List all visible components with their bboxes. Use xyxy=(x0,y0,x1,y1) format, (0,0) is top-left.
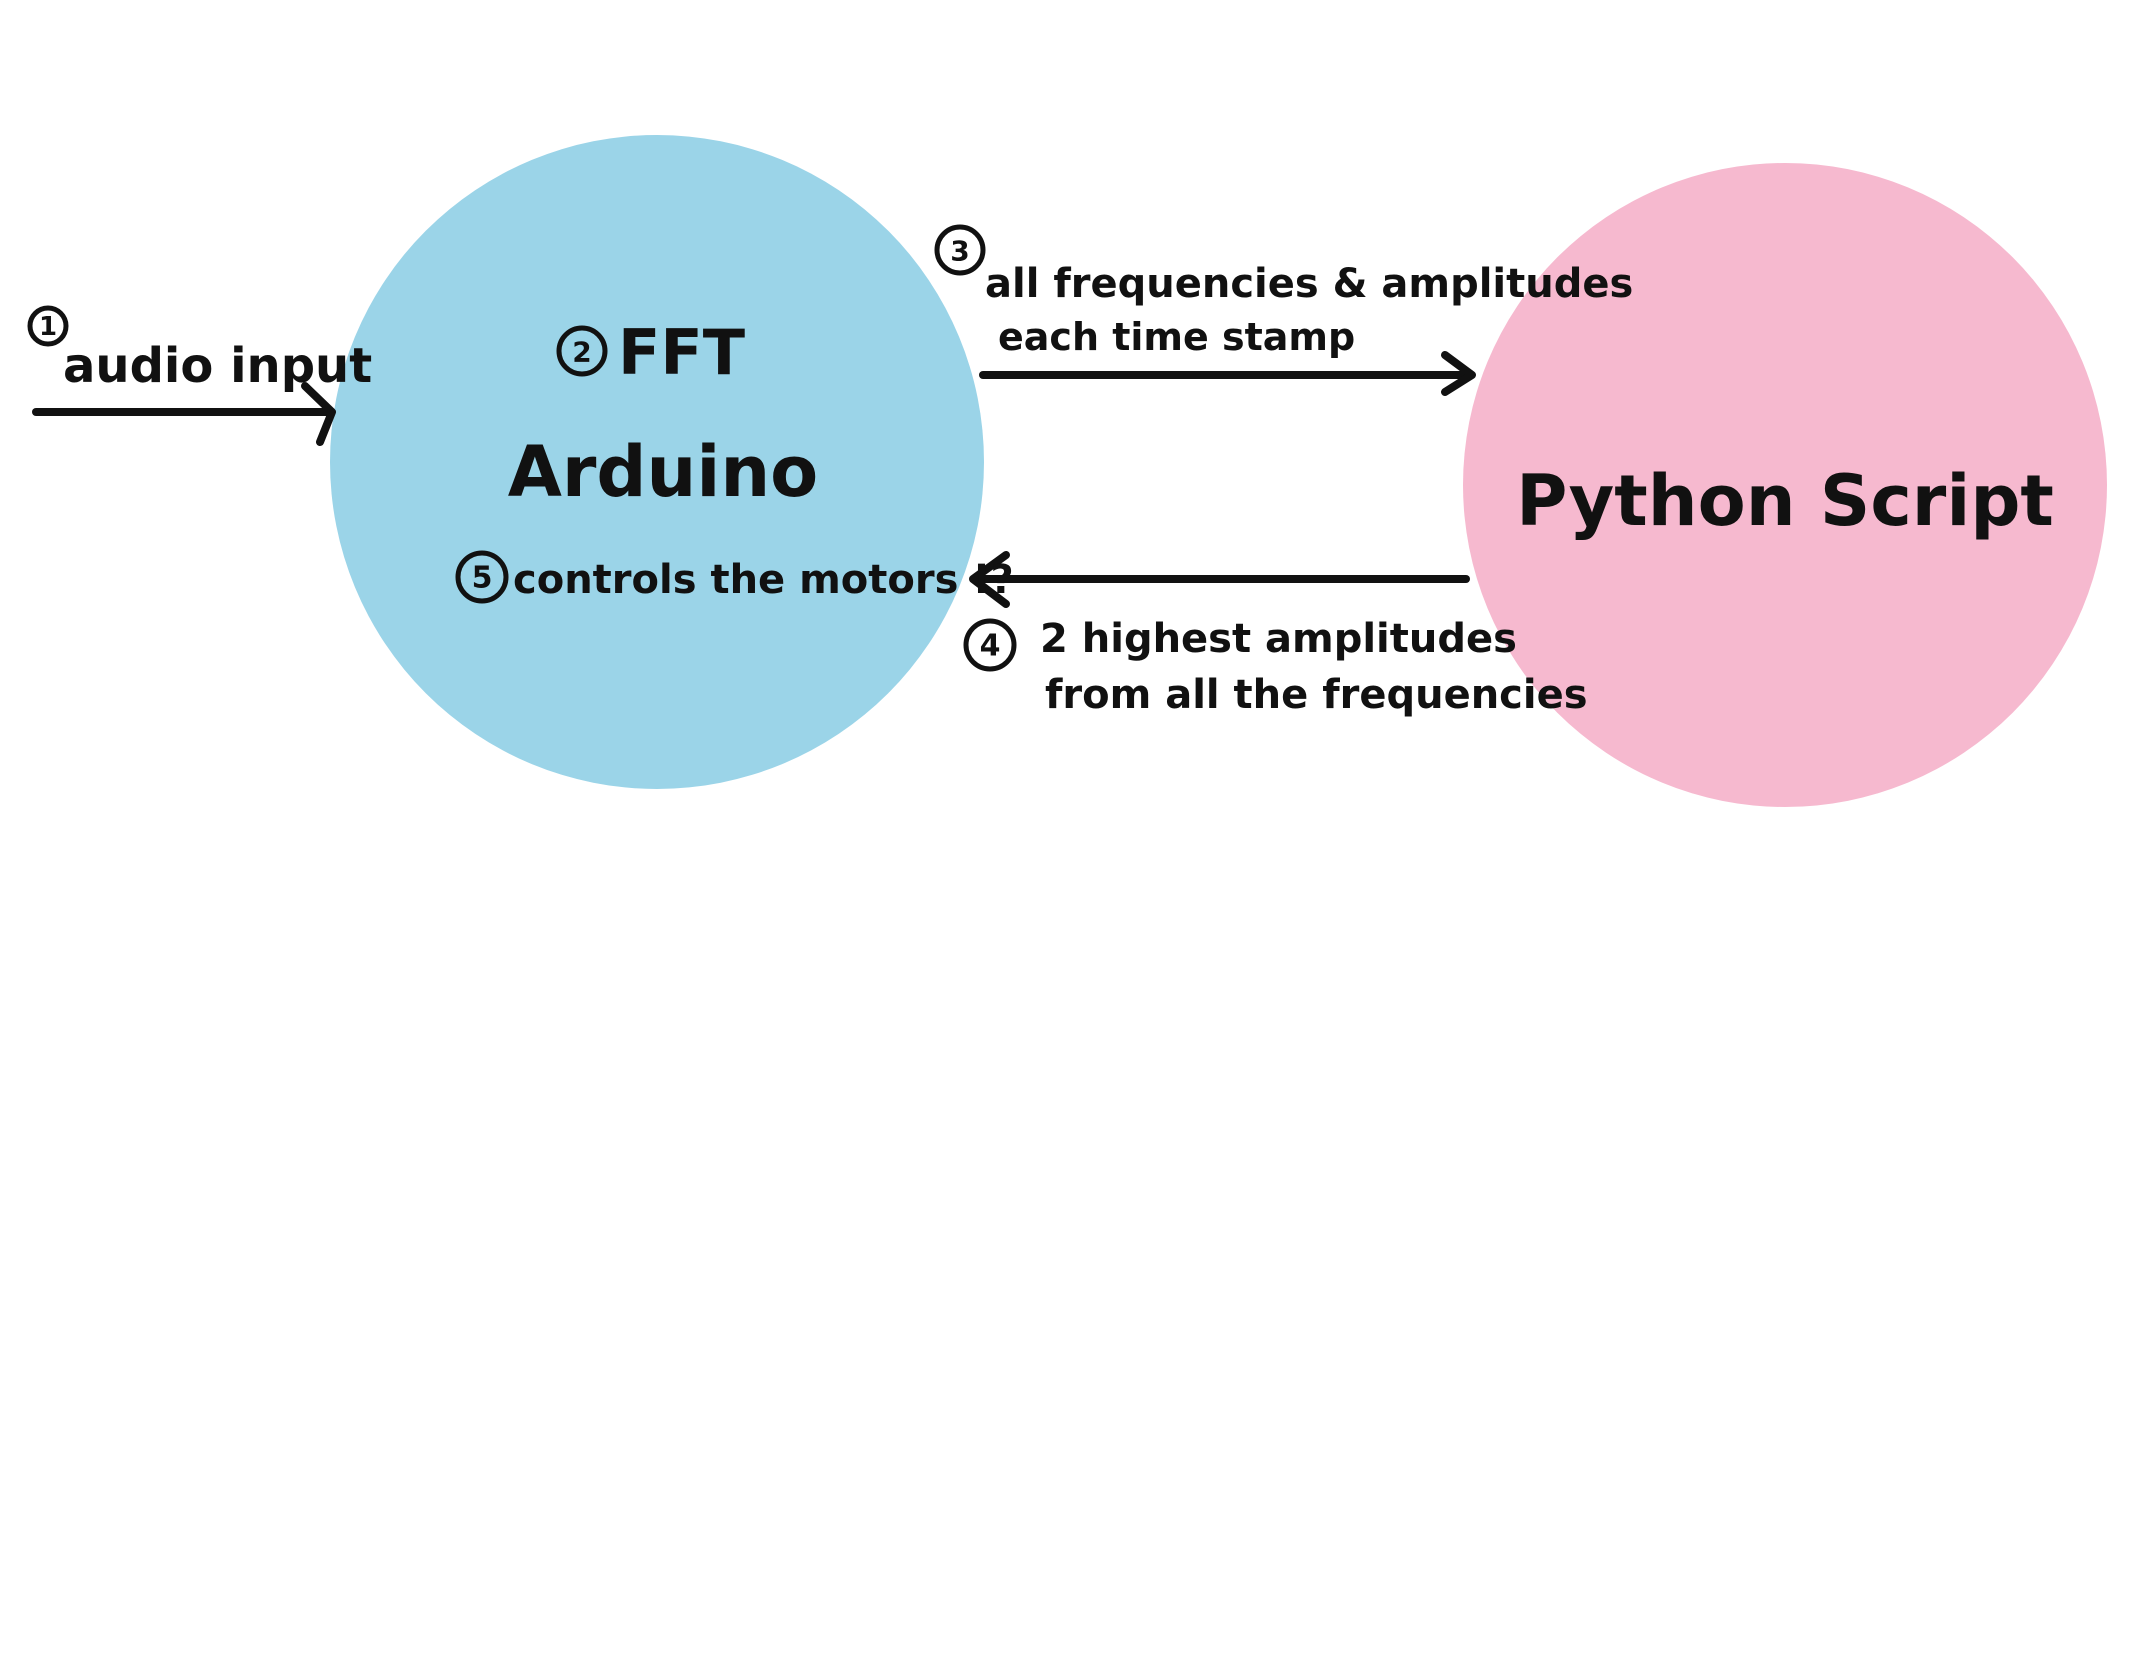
arduino-title: Arduino xyxy=(508,431,819,513)
step-3-number: 3 xyxy=(950,235,969,268)
python-script-node xyxy=(1463,163,2107,807)
step-5-marker: 5 xyxy=(455,550,509,604)
step-4-marker: 4 xyxy=(963,618,1017,672)
step-1-number: 1 xyxy=(39,312,57,342)
step-2-marker: 2 xyxy=(556,325,608,377)
highest-amplitudes-label: 2 highest amplitudes xyxy=(1040,616,1517,662)
arduino-to-python-arrow xyxy=(979,351,1476,396)
time-stamp-label: each time stamp xyxy=(998,315,1355,359)
python-script-title: Python Script xyxy=(1516,460,2054,542)
audio-input-arrow xyxy=(32,382,336,446)
python-to-arduino-arrow xyxy=(969,551,1470,608)
step-3-marker: 3 xyxy=(934,224,986,276)
arduino-node xyxy=(330,135,984,789)
frequencies-amplitudes-label: all frequencies & amplitudes xyxy=(985,261,1633,307)
fft-label: FFT xyxy=(618,316,745,389)
step-5-number: 5 xyxy=(472,561,493,596)
controls-motors-label: controls the motors !? xyxy=(513,557,1014,603)
step-2-number: 2 xyxy=(572,336,591,369)
step-1-marker: 1 xyxy=(27,305,69,347)
from-all-frequencies-label: from all the frequencies xyxy=(1045,672,1588,718)
audio-input-label: audio input xyxy=(63,338,372,394)
step-4-number: 4 xyxy=(980,629,1001,664)
